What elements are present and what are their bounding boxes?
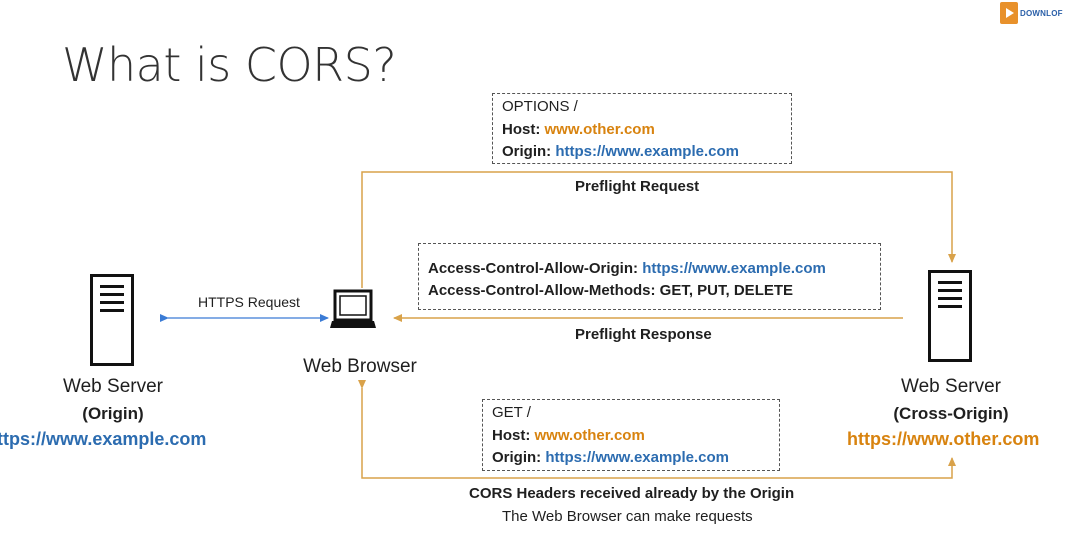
- get-origin-line: Origin: https://www.example.com: [492, 449, 729, 466]
- get-request-headers: GET / Host: www.other.com Origin: https:…: [482, 399, 780, 471]
- get-host-line: Host: www.other.com: [492, 426, 645, 444]
- options-line: OPTIONS /: [502, 98, 578, 115]
- allow-origin-line: Access-Control-Allow-Origin: https://www…: [428, 260, 826, 277]
- https-request-label: HTTPS Request: [198, 294, 300, 310]
- origin-server-icon: [90, 274, 134, 366]
- preflight-request-label: Preflight Request: [575, 178, 700, 195]
- cross-origin-server-role: (Cross-Origin): [893, 404, 1009, 423]
- get-line: GET /: [492, 404, 531, 421]
- footer-subtext: The Web Browser can make requests: [502, 508, 753, 525]
- brand-logo: DOWNLOF: [1000, 2, 1063, 24]
- footer-headline: CORS Headers received already by the Ori…: [469, 485, 795, 502]
- host-line: Host: www.other.com: [502, 120, 655, 138]
- origin-line: Origin: https://www.example.com: [502, 143, 739, 160]
- web-browser-name: Web Browser: [303, 356, 417, 377]
- page-title: What is CORS?: [62, 38, 397, 92]
- cross-origin-server-name: Web Server: [901, 376, 1001, 397]
- preflight-request-headers: OPTIONS / Host: www.other.com Origin: ht…: [492, 93, 792, 164]
- cross-origin-server-url: https://www.other.com: [847, 429, 1040, 449]
- play-logo-icon: [1000, 2, 1018, 24]
- allow-methods-line: Access-Control-Allow-Methods: GET, PUT, …: [428, 282, 794, 299]
- origin-server-name: Web Server: [63, 376, 163, 397]
- logo-text: DOWNLOF: [1020, 8, 1063, 18]
- web-browser-icon: [330, 289, 376, 328]
- preflight-response-headers: Access-Control-Allow-Origin: https://www…: [418, 243, 881, 310]
- preflight-request-arrow: [361, 171, 956, 288]
- get-request-arrow: [358, 380, 956, 479]
- origin-server-role: (Origin): [82, 404, 144, 423]
- preflight-response-label: Preflight Response: [575, 326, 712, 343]
- cross-origin-server-icon: [928, 270, 972, 362]
- origin-server-url: https://www.example.com: [0, 429, 207, 449]
